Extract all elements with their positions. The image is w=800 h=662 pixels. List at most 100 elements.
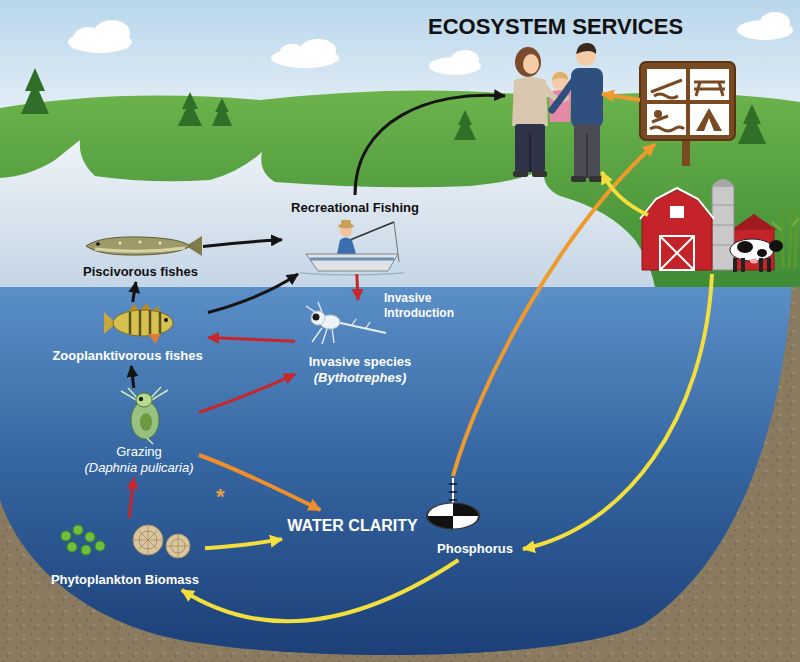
farm xyxy=(731,214,777,230)
phytoplankton xyxy=(166,534,190,558)
flow-arrow xyxy=(131,366,134,388)
phytoplankton xyxy=(81,545,91,555)
family xyxy=(576,43,596,54)
fishing-boat xyxy=(306,254,398,271)
node-label: (Bythotrephes) xyxy=(314,370,406,386)
recreation-sign xyxy=(647,104,686,135)
daphnia xyxy=(121,387,168,444)
pike-fish xyxy=(96,242,100,246)
service-arrow xyxy=(453,144,655,476)
family xyxy=(552,80,574,110)
phytoplankton xyxy=(133,525,163,555)
farm xyxy=(670,206,684,218)
family xyxy=(586,134,588,178)
pine-tree xyxy=(178,92,202,126)
recreation-sign xyxy=(647,69,686,100)
fishing-boat xyxy=(337,238,356,255)
bythotrephes xyxy=(306,302,386,344)
phytoplankton xyxy=(67,542,77,552)
flow-arrow xyxy=(205,539,282,548)
flow-arrow xyxy=(133,282,136,302)
family xyxy=(589,176,604,182)
grazing-node: Grazing(Daphnia pulicaria) xyxy=(79,388,199,478)
perch-fish xyxy=(148,334,160,344)
pike-fish xyxy=(158,241,161,244)
pine-tree xyxy=(21,68,766,144)
diagram-title: ECOSYSTEM SERVICES xyxy=(428,14,683,40)
lake-deep-water xyxy=(0,287,792,655)
phytoplankton xyxy=(85,532,95,542)
pike-fish xyxy=(95,248,185,251)
recreation-sign xyxy=(651,80,682,98)
cloud xyxy=(451,50,479,68)
node-label: Invasive species xyxy=(309,354,412,370)
farm xyxy=(733,258,737,272)
farm xyxy=(730,239,774,261)
farm xyxy=(712,186,734,270)
flow-arrow xyxy=(199,455,320,510)
fishing-boat xyxy=(300,220,404,275)
farm xyxy=(769,240,783,252)
service-arrow xyxy=(602,94,640,100)
farm xyxy=(741,258,745,272)
pine-tree xyxy=(738,104,766,144)
phytoplankton xyxy=(166,534,190,558)
flow-arrow xyxy=(357,274,358,300)
farm xyxy=(757,249,767,257)
soil xyxy=(0,287,800,662)
recreation-sign xyxy=(690,69,729,100)
lake-surface xyxy=(0,140,655,287)
node-label: WATER CLARITY xyxy=(287,516,417,536)
bythotrephes xyxy=(336,322,386,333)
phytoplankton xyxy=(95,541,105,551)
phosphorus-node: Phosphorus xyxy=(432,538,518,560)
farm xyxy=(640,179,799,272)
recreation-sign xyxy=(704,118,714,131)
node-label: Phosphorus xyxy=(437,541,513,557)
node-label: Grazing xyxy=(116,444,162,460)
asterisk-note: * xyxy=(216,486,225,508)
family xyxy=(515,124,545,172)
phytoplankton xyxy=(133,525,163,555)
family xyxy=(513,171,528,177)
secchi-disk xyxy=(427,503,479,529)
fishing-boat xyxy=(350,222,394,240)
recreation-sign xyxy=(654,110,662,118)
secchi-disk xyxy=(427,478,479,529)
fishing-boat xyxy=(300,273,404,275)
flow-arrow xyxy=(208,338,295,342)
farm xyxy=(767,258,771,272)
service-arrow xyxy=(355,94,712,549)
farm xyxy=(759,258,763,272)
family xyxy=(552,72,568,80)
phytoplankton xyxy=(73,525,83,535)
cloud xyxy=(74,27,102,45)
recreation-sign xyxy=(682,138,690,166)
pike-fish xyxy=(138,240,141,243)
recreation-sign xyxy=(650,116,684,131)
flow-arrow xyxy=(199,374,295,412)
piscivore-node: Piscivorous fishes xyxy=(78,226,203,282)
service-arrow xyxy=(602,172,648,215)
phytoplankton xyxy=(61,525,190,558)
farm xyxy=(712,179,734,186)
daphnia xyxy=(140,413,152,431)
cloud xyxy=(760,12,790,32)
family xyxy=(523,54,539,74)
node-label: Piscivorous fishes xyxy=(83,264,198,280)
daphnia xyxy=(136,393,152,407)
service-arrow xyxy=(523,274,712,549)
farm xyxy=(660,236,694,270)
daphnia xyxy=(147,438,153,444)
recreation-sign xyxy=(640,62,735,166)
flow-arrow xyxy=(182,560,459,621)
water-clarity-node: WATER CLARITY xyxy=(282,510,423,542)
node-label: Zooplanktivorous fishes xyxy=(52,348,202,364)
phytoplankton xyxy=(61,531,71,541)
fishing-boat xyxy=(341,220,351,226)
farm xyxy=(640,188,714,219)
family xyxy=(512,77,548,126)
family xyxy=(571,176,586,182)
